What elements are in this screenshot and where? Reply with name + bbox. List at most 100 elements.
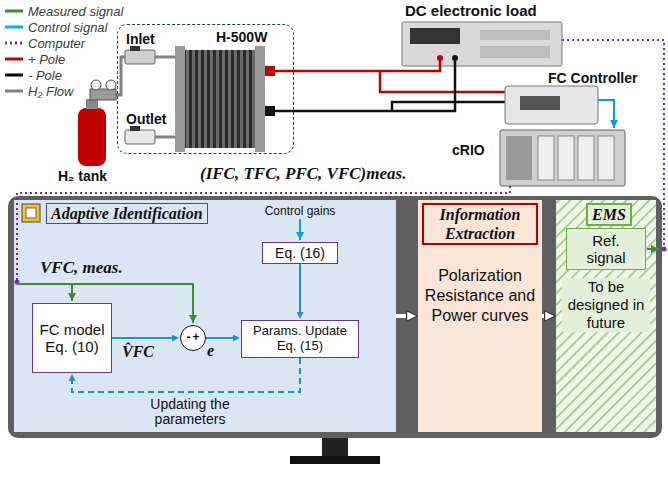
panel-heading: Information Extraction [422,203,538,245]
legend-row: Measured signal [4,3,123,19]
pressure-gauge [106,80,116,90]
labview-icon [22,204,40,222]
block-arrow [396,314,406,318]
load-terminal [437,55,443,61]
positive-wire [275,61,440,71]
inlet-valve [125,50,155,64]
negative-terminal [265,106,275,116]
legend-swatch [4,70,24,80]
load-keypad [480,30,550,40]
legend-row: - Pole [4,67,62,83]
outlet-label: Outlet [126,111,166,127]
h2-pipe [155,56,175,59]
labview-icon-mark [26,208,36,218]
control-gain-arrow [299,219,301,240]
control-signal-line [598,100,614,128]
node-fill [180,325,206,351]
edge-label: V̂FC [122,343,154,361]
negative-wire [275,61,455,111]
node-fill [566,228,646,270]
equation-text: Eq. (16) [275,245,325,261]
legend-line [5,90,23,93]
end-plate [255,46,265,152]
device-label: H₂ tank [58,168,107,184]
end-plate [175,46,185,152]
sign-symbol: - [186,331,190,345]
monitor-neck [322,438,348,458]
update-box: Params. Update Eq. (15) [241,320,359,358]
outlet-valve [125,130,155,144]
stack-enclosure: Inlet H-500W Outlet [117,24,294,154]
monitor-bezel [8,196,662,438]
reference-box: Ref. signal [566,228,646,270]
legend-text: - Pole [28,68,62,83]
crio-chassis [500,130,625,186]
load-terminal [452,55,458,61]
legend-row: + Pole [4,51,65,67]
legend-swatch [4,54,24,64]
sign-symbol: + [192,331,199,345]
legend-swatch [4,22,24,32]
legend-text: H₂ Flow [28,84,73,99]
panel-body: Polarization Resistance and Power curves [422,266,538,326]
crio-module [538,136,554,180]
signal-label: VFC, meas. [40,258,123,278]
monitor-base [290,456,380,464]
panel-heading: EMS [586,203,632,226]
h2-pipe [155,136,175,139]
legend-line [5,42,23,45]
pressure-gauge [91,80,101,90]
signal-arrow [206,337,233,339]
node-fill [32,303,112,373]
node-fill [262,242,338,264]
signal-label: (IFC, TFC, PFC, VFC)meas. [200,164,406,184]
pressure-regulator [90,89,116,100]
input-label: Control gains [262,204,338,218]
measured-signal-line [71,284,73,301]
h2-tank [78,108,106,166]
model-box: FC model Eq. (10) [32,303,112,373]
ems-panel: EMSTo be designed in futureRef. signal [556,200,656,432]
signal-arrow [112,337,172,339]
legend-line [5,10,23,13]
crio-module [558,136,574,180]
positive-terminal [265,66,275,76]
legend-row: Computer [4,35,85,51]
node-fill [556,200,656,432]
device-label: DC electronic load [405,2,537,19]
summing-junction: -+ [180,325,206,351]
legend-swatch [4,38,24,48]
legend-line [5,26,23,29]
crio-controller [506,136,532,180]
legend-line [5,58,23,61]
fc-controller [505,86,598,124]
device-label: FC Controller [548,70,637,86]
device-label: cRIO [452,142,485,158]
legend-text: Measured signal [28,4,123,19]
crio-module [578,136,594,180]
block-arrow [542,314,544,318]
legend-swatch [4,86,24,96]
inlet-label: Inlet [126,31,155,47]
edge-label: Updating the parameters [132,397,248,428]
equation-box: Eq. (16) [262,242,338,264]
extraction-panel: Information ExtractionPolarization Resis… [418,200,542,432]
fuel-cell-stack [185,50,255,148]
positive-wire [380,71,505,92]
node-fill [418,200,542,432]
model-text: FC model Eq. (10) [37,321,107,356]
panel-heading: Adaptive Identification [46,203,208,224]
load-display [410,28,460,44]
signal-arrow [299,264,301,312]
negative-wire [392,102,505,111]
node-fill [14,200,396,432]
load-keypad [480,46,550,58]
legend-line [5,74,23,77]
legend-text: Computer [28,36,85,51]
stack-name: H-500W [216,29,267,45]
legend-row: H₂ Flow [4,83,73,99]
edge-label: e [207,342,214,360]
legend-text: + Pole [28,52,65,67]
controller-panel [520,96,560,110]
legend-swatch [4,6,24,16]
